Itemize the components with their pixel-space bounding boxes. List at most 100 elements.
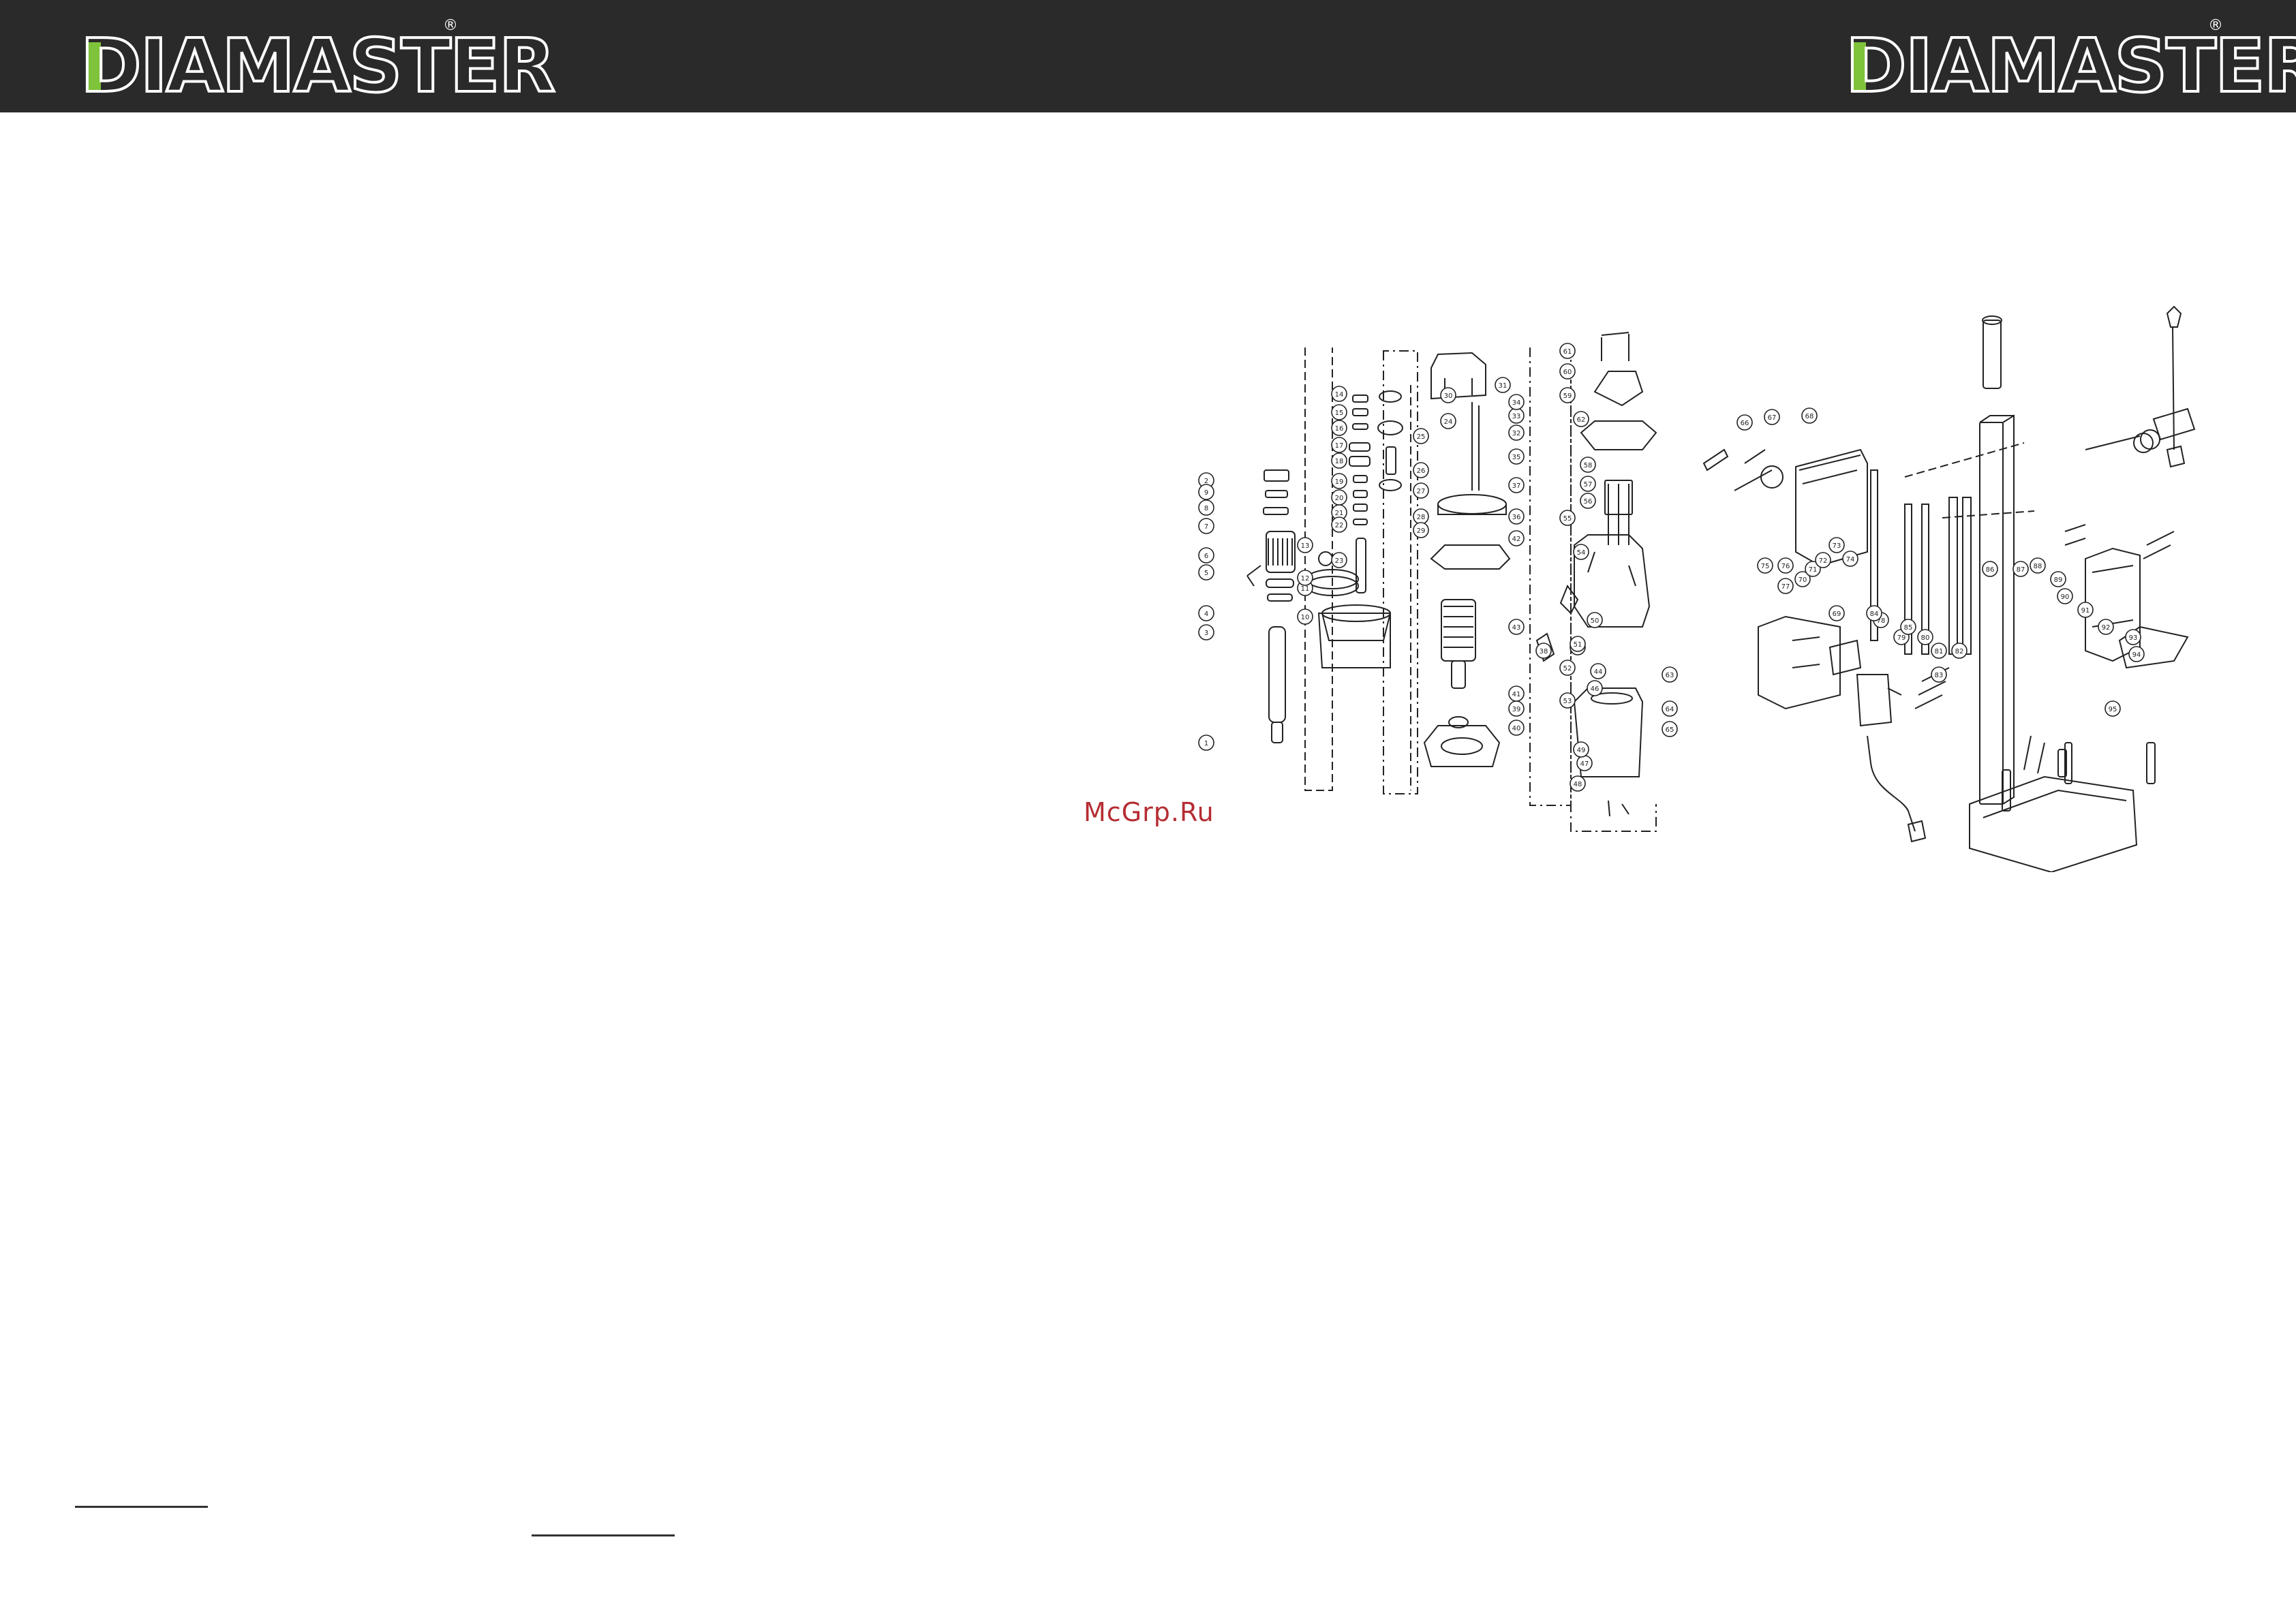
callout-circle xyxy=(1198,484,1214,500)
part-callout: 10 xyxy=(1297,608,1313,625)
callout-circle xyxy=(1662,666,1678,683)
part-callout: 27 xyxy=(1413,482,1429,499)
part-callout: 72 xyxy=(1815,552,1831,568)
part-callout: 53 xyxy=(1559,692,1576,709)
callout-number: 54 xyxy=(1577,549,1586,557)
callout-circle xyxy=(1794,571,1811,587)
callout-number: 39 xyxy=(1512,706,1521,713)
callout-number: 70 xyxy=(1798,576,1807,584)
part-callout: 34 xyxy=(1508,394,1525,410)
callout-number: 15 xyxy=(1335,409,1344,417)
part-callout: 56 xyxy=(1580,493,1596,509)
part-callout: 13 xyxy=(1297,537,1313,553)
part-callout: 23 xyxy=(1331,552,1347,568)
callout-number: 86 xyxy=(1986,566,1995,574)
part-callout: 22 xyxy=(1331,516,1347,533)
callout-circle xyxy=(1590,663,1606,679)
part-callout: 67 xyxy=(1764,409,1780,425)
callout-number: 8 xyxy=(1204,505,1208,512)
callout-number: 47 xyxy=(1580,760,1589,768)
callout-number: 35 xyxy=(1512,454,1521,461)
part-callout: 64 xyxy=(1662,700,1678,717)
callout-number: 31 xyxy=(1499,382,1507,390)
callout-number: 82 xyxy=(1955,648,1964,655)
part-callout: 12 xyxy=(1297,570,1313,586)
part-callout: 83 xyxy=(1931,666,1947,683)
part-callout: 61 xyxy=(1559,343,1576,359)
part-callout: 32 xyxy=(1508,424,1525,441)
part-callout: 8 xyxy=(1198,499,1214,516)
part-callout: 16 xyxy=(1331,420,1347,436)
callout-circle xyxy=(1580,476,1596,492)
callout-circle xyxy=(1508,508,1525,525)
callout-circle xyxy=(1198,547,1214,563)
part-callout: 15 xyxy=(1331,404,1347,420)
callout-number: 71 xyxy=(1809,566,1818,574)
part-callout: 7 xyxy=(1198,518,1214,534)
callout-circle xyxy=(1573,544,1589,560)
callout-circle xyxy=(1662,700,1678,717)
callout-circle xyxy=(1508,424,1525,441)
callout-circle xyxy=(1559,692,1576,709)
callout-number: 88 xyxy=(2034,563,2042,570)
callout-circle xyxy=(1917,629,1933,645)
page-header: DIAMASTER ® DIAMASTER ® xyxy=(0,0,2296,112)
part-callout: 3 xyxy=(1198,624,1214,640)
part-callout: 36 xyxy=(1508,508,1525,525)
part-callout: 75 xyxy=(1757,557,1773,574)
callout-circle xyxy=(1198,564,1214,581)
callout-circle xyxy=(2098,619,2114,635)
callout-number: 53 xyxy=(1563,698,1572,705)
callout-circle xyxy=(2104,700,2121,717)
part-callout: 81 xyxy=(1931,643,1947,659)
callout-number: 13 xyxy=(1301,542,1310,550)
callout-number: 46 xyxy=(1591,685,1599,693)
callout-number: 60 xyxy=(1563,369,1572,376)
callout-circle xyxy=(1842,551,1858,567)
callout-number: 19 xyxy=(1335,478,1344,486)
callout-number: 48 xyxy=(1574,781,1582,788)
part-callout: 85 xyxy=(1900,619,1916,635)
callout-number: 2 xyxy=(1204,478,1208,485)
callout-circle xyxy=(1805,561,1821,577)
callout-circle xyxy=(1297,608,1313,625)
callout-number: 56 xyxy=(1584,498,1593,506)
callout-number: 1 xyxy=(1204,740,1208,747)
callout-circle xyxy=(1440,387,1456,403)
part-callout: 24 xyxy=(1440,413,1456,429)
callout-circle xyxy=(1580,493,1596,509)
callout-number: 80 xyxy=(1921,634,1930,642)
part-callout: 76 xyxy=(1777,557,1794,574)
part-callout: 51 xyxy=(1570,636,1586,652)
footer-rule-middle xyxy=(532,1534,675,1536)
callout-circle xyxy=(1331,473,1347,489)
part-callout: 41 xyxy=(1508,685,1525,702)
part-callout: 55 xyxy=(1559,510,1576,526)
callout-circle xyxy=(1535,643,1552,659)
part-callout: 26 xyxy=(1413,462,1429,478)
callout-circle xyxy=(1413,482,1429,499)
callout-circle xyxy=(1931,643,1947,659)
part-callout: 25 xyxy=(1413,428,1429,444)
callout-circle xyxy=(2125,629,2141,645)
part-callout: 82 xyxy=(1951,643,1968,659)
callout-circle xyxy=(1508,477,1525,493)
callout-circle xyxy=(1495,377,1511,393)
callout-circle xyxy=(1828,605,1845,621)
callout-circle xyxy=(1440,413,1456,429)
callout-circle xyxy=(2012,561,2029,577)
part-callout: 49 xyxy=(1573,741,1589,758)
part-callout: 31 xyxy=(1495,377,1511,393)
registered-mark: ® xyxy=(443,17,458,34)
callout-circle xyxy=(1508,530,1525,546)
brand-logo-text: DIAMASTER xyxy=(1846,24,2296,109)
callout-number: 89 xyxy=(2054,576,2063,584)
part-callout: 60 xyxy=(1559,363,1576,380)
callout-number: 77 xyxy=(1781,583,1790,591)
callout-circle xyxy=(1764,409,1780,425)
part-callout: 48 xyxy=(1570,775,1586,792)
callout-number: 32 xyxy=(1512,430,1521,437)
callout-circle xyxy=(2030,557,2046,574)
callout-number: 27 xyxy=(1417,488,1426,495)
callout-number: 29 xyxy=(1417,527,1426,535)
